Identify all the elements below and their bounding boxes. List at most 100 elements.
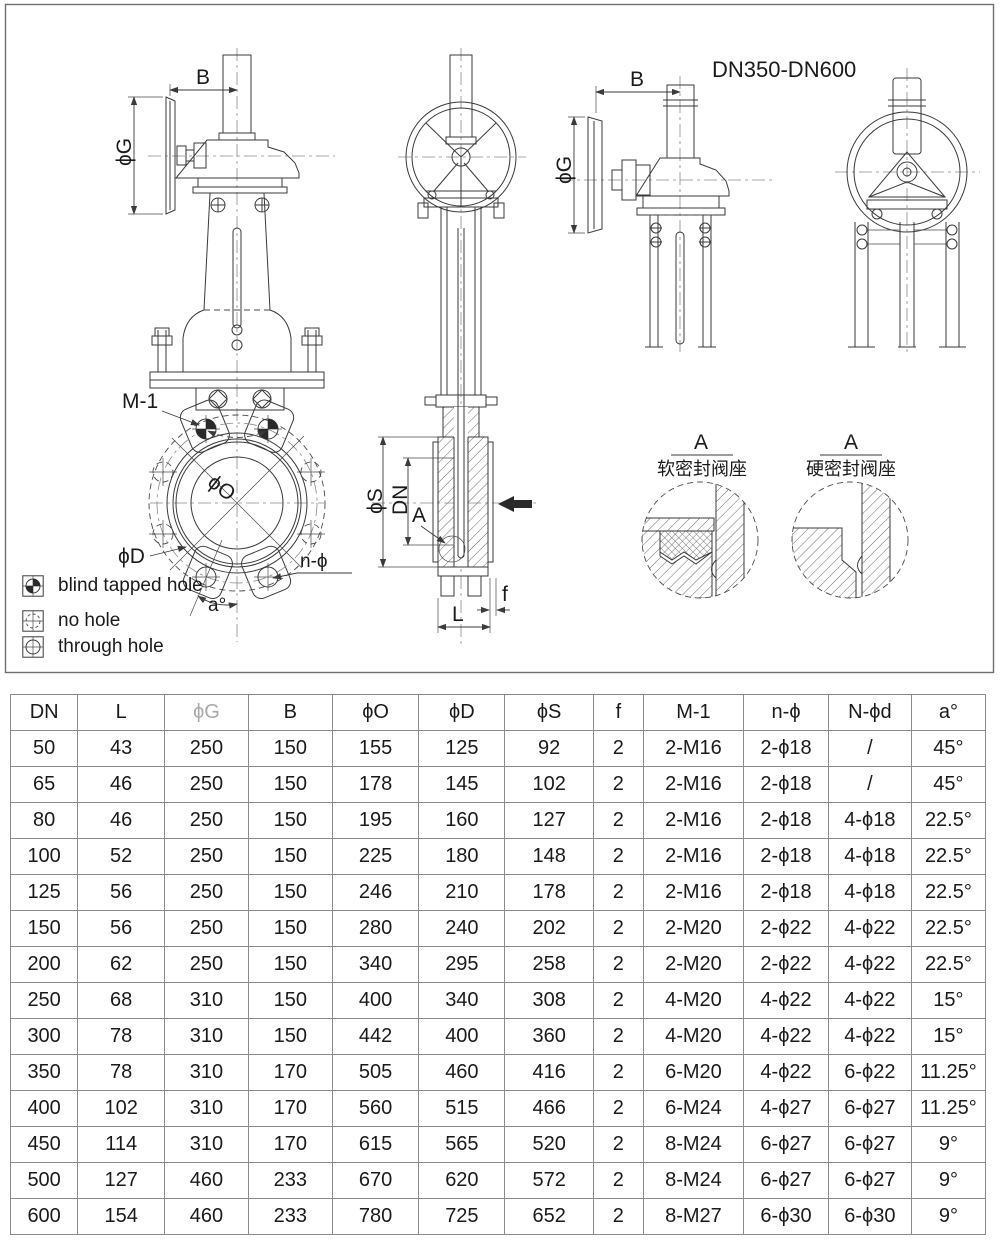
column-header: ϕD	[418, 694, 506, 731]
table-cell: 466	[504, 1090, 594, 1127]
table-cell: 258	[504, 946, 594, 983]
column-header: B	[247, 694, 333, 731]
front-g-dim: ϕG	[113, 138, 136, 166]
table-cell: 6-ϕ27	[827, 1126, 912, 1163]
table-cell: 22.5°	[910, 802, 987, 839]
detail-soft-caption: 软密封阀座	[657, 459, 747, 479]
blind-tapped-hole-icon	[22, 575, 44, 597]
table-cell: 80	[9, 802, 79, 839]
column-header: DN	[9, 694, 79, 731]
table-cell: 4-ϕ18	[827, 802, 912, 839]
table-cell: 68	[77, 982, 166, 1019]
table-cell: 2	[593, 1162, 644, 1199]
table-cell: 2-M20	[642, 946, 745, 983]
flange-face	[148, 399, 326, 600]
table-cell: 2	[593, 1090, 644, 1127]
legend-label: through hole	[58, 636, 164, 657]
table-cell: 150	[247, 838, 333, 875]
table-cell: 500	[9, 1162, 79, 1199]
table-cell: 310	[164, 1090, 249, 1127]
table-cell: 200	[9, 946, 79, 983]
table-cell: 2-M16	[642, 730, 745, 767]
front-b-dim: B	[196, 66, 210, 89]
table-cell: 2-M20	[642, 910, 745, 947]
table-cell: 2-ϕ18	[743, 802, 829, 839]
table-cell: 780	[331, 1198, 420, 1235]
dn350-front-view: DN350-DN600	[553, 57, 856, 352]
table-cell: 9°	[910, 1162, 987, 1199]
table-cell: 170	[247, 1090, 333, 1127]
table-cell: 62	[77, 946, 166, 983]
table-cell: 102	[504, 766, 594, 803]
table-cell: 360	[504, 1018, 594, 1055]
column-header: a°	[910, 694, 987, 731]
legend-item-no-hole: no hole	[22, 610, 120, 632]
table-cell: 8-M27	[642, 1198, 745, 1235]
table-cell: 150	[247, 802, 333, 839]
column-header: ϕS	[504, 694, 594, 731]
table-cell: 350	[9, 1054, 79, 1091]
table-cell: 565	[418, 1126, 506, 1163]
table-cell: 4-ϕ18	[827, 838, 912, 875]
table-cell: 280	[331, 910, 420, 947]
table-cell: 2-M16	[642, 766, 745, 803]
table-cell: 52	[77, 838, 166, 875]
table-cell: 45°	[910, 766, 987, 803]
table-cell: 150	[247, 874, 333, 911]
table-cell: 22.5°	[910, 874, 987, 911]
table-cell: 4-M20	[642, 1018, 745, 1055]
table-cell: 102	[77, 1090, 166, 1127]
table-cell: 45°	[910, 730, 987, 767]
table-cell: 145	[418, 766, 506, 803]
detail-ref-a: A	[412, 504, 426, 527]
table-cell: 250	[164, 874, 249, 911]
table-cell: 2-ϕ22	[743, 946, 829, 983]
table-cell: 2	[593, 802, 644, 839]
table-cell: 572	[504, 1162, 594, 1199]
table-cell: 178	[331, 766, 420, 803]
table-cell: 233	[247, 1162, 333, 1199]
detail-hard-ref: A	[844, 431, 858, 454]
table-cell: 460	[164, 1198, 249, 1235]
phi-s-dim: ϕS	[364, 488, 387, 514]
table-cell: /	[827, 766, 912, 803]
table-cell: 515	[418, 1090, 506, 1127]
table-cell: 178	[504, 874, 594, 911]
table-cell: 46	[77, 766, 166, 803]
table-cell: 4-ϕ22	[827, 910, 912, 947]
table-cell: 78	[77, 1018, 166, 1055]
table-cell: 416	[504, 1054, 594, 1091]
table-cell: 400	[9, 1090, 79, 1127]
column-header: L	[77, 694, 166, 731]
legend-item-blind-tapped: blind tapped hole	[22, 575, 203, 597]
table-cell: 240	[418, 910, 506, 947]
column-header: f	[593, 694, 644, 731]
legend-label: blind tapped hole	[58, 575, 203, 596]
table-cell: 6-ϕ27	[827, 1090, 912, 1127]
table-cell: 295	[418, 946, 506, 983]
table-cell: 560	[331, 1090, 420, 1127]
table-cell: 2-ϕ18	[743, 766, 829, 803]
table-cell: 4-ϕ22	[827, 982, 912, 1019]
n-phi-label: n-ϕ	[300, 551, 328, 572]
table-cell: 225	[331, 838, 420, 875]
table-cell: 310	[164, 1018, 249, 1055]
table-cell: 2	[593, 982, 644, 1019]
table-cell: 150	[247, 730, 333, 767]
table-cell: 170	[247, 1126, 333, 1163]
table-cell: 4-ϕ22	[827, 1018, 912, 1055]
table-cell: 246	[331, 874, 420, 911]
table-cell: 154	[77, 1198, 166, 1235]
table-cell: 615	[331, 1126, 420, 1163]
table-cell: 6-M20	[642, 1054, 745, 1091]
column-header: M-1	[642, 694, 745, 731]
table-cell: 22.5°	[910, 910, 987, 947]
